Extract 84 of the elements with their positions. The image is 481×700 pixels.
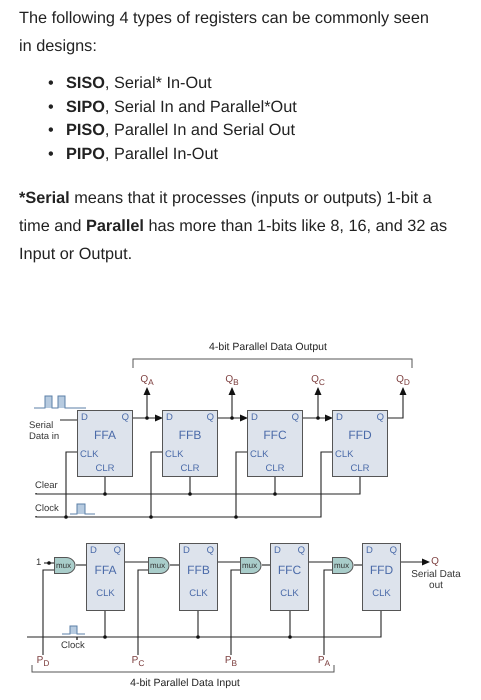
- pin-label: Q: [376, 412, 384, 423]
- pin-label: D: [366, 545, 373, 556]
- pin-label: D: [81, 412, 88, 423]
- pin-label: CLK: [335, 449, 354, 460]
- arrow: [303, 414, 333, 422]
- signal-label: P$_{A}$: [315, 655, 333, 669]
- pin-label: CLK: [95, 588, 116, 599]
- signal-label: P$_{C}$: [129, 655, 147, 669]
- bracket-label: 4-bit Parallel Data Output: [208, 341, 328, 353]
- wire: [35, 451, 332, 518]
- pin-label: Q: [114, 545, 121, 556]
- pin-label: CLR: [349, 463, 370, 474]
- pin-label: CLK: [80, 449, 98, 460]
- wire: [354, 564, 362, 566]
- signal-label: Serial Data in: [29, 420, 69, 444]
- bullet-item: • SISO, Serial* In-Out: [48, 73, 213, 94]
- bracket-label: 4-bit Parallel Data Input: [129, 677, 241, 689]
- wire: [230, 569, 240, 655]
- pin-label: CLK: [250, 449, 268, 460]
- signal-label: Serial Data out: [410, 569, 462, 591]
- mux-label: mux: [242, 560, 258, 571]
- wire: [309, 561, 332, 563]
- signal-label: P$_{B}$: [222, 655, 240, 669]
- pin-label: Q: [390, 545, 397, 556]
- wire: [170, 564, 179, 566]
- signal-label: Q: [429, 556, 441, 569]
- pin-label: Q: [206, 545, 214, 556]
- wire: [323, 569, 332, 655]
- register-label: FFA: [93, 564, 118, 577]
- register-label: FFD: [347, 429, 373, 442]
- pin-label: Q: [292, 412, 299, 423]
- wire: [76, 611, 382, 640]
- signal-label: Q$_{A}$: [139, 374, 155, 388]
- signal-label: Clock: [61, 640, 93, 653]
- wire: [35, 477, 361, 495]
- register-label: FFA: [92, 429, 117, 442]
- register-label: FFC: [276, 564, 302, 577]
- pin-label: CLK: [279, 588, 300, 599]
- bullet-item: • SIPO, Serial In and Parallel*Out: [48, 96, 298, 118]
- mux-label: mux: [334, 560, 350, 571]
- arrow: [401, 558, 430, 566]
- pin-label: D: [90, 545, 97, 556]
- pin-label: CLR: [94, 463, 116, 474]
- pin-label: CLR: [179, 463, 200, 474]
- pin-label: CLR: [264, 463, 286, 474]
- pin-label: D: [336, 412, 343, 423]
- signal-label: Q$_{C}$: [310, 374, 326, 388]
- register-label: FFB: [186, 564, 211, 577]
- wire: [76, 564, 86, 566]
- intro-paragraph: The following 4 types of registers can be commonly seen in designs:: [19, 8, 430, 57]
- wire: [59, 419, 77, 421]
- pin-label: CLK: [165, 449, 184, 460]
- register-label: FFD: [368, 564, 394, 577]
- wire: [137, 569, 148, 655]
- pin-label: D: [166, 412, 173, 423]
- footnote-paragraph: *Serial means that it processes (inputs or outputs) 1-bit a time and Parallel has more than 1-bits like 8, 16, and 32 as Input or Output.: [19, 188, 448, 265]
- pin-label: Q: [122, 412, 129, 423]
- wire: [125, 561, 148, 563]
- signal-label: P$_{D}$: [34, 655, 52, 669]
- pin-label: D: [183, 545, 190, 556]
- mux-label: mux: [150, 560, 166, 571]
- wire: [42, 569, 54, 655]
- signal-label: Q$_{B}$: [224, 374, 240, 388]
- pin-label: CLK: [188, 588, 209, 599]
- arrow: [388, 387, 406, 419]
- register-label: FFC: [262, 429, 288, 442]
- pin-label: D: [251, 412, 258, 423]
- wire: [262, 564, 270, 566]
- signal-label: 1: [36, 557, 44, 569]
- wire: [218, 561, 240, 563]
- pin-label: D: [274, 545, 281, 556]
- pin-label: Q: [206, 412, 214, 423]
- mux-label: mux: [56, 560, 72, 571]
- pin-label: CLK: [371, 588, 392, 599]
- wire: [44, 562, 54, 564]
- pin-label: Q: [298, 545, 305, 556]
- signal-label: Clear: [35, 480, 65, 493]
- bullet-item: • PISO, Parallel In and Serial Out: [48, 120, 296, 141]
- signal-label: Clock: [35, 503, 64, 516]
- bullet-item: • PIPO, Parallel In-Out: [48, 144, 220, 164]
- arrow: [218, 414, 248, 422]
- signal-label: Q$_{D}$: [395, 374, 411, 388]
- arrow: [133, 414, 163, 422]
- register-label: FFB: [178, 429, 202, 442]
